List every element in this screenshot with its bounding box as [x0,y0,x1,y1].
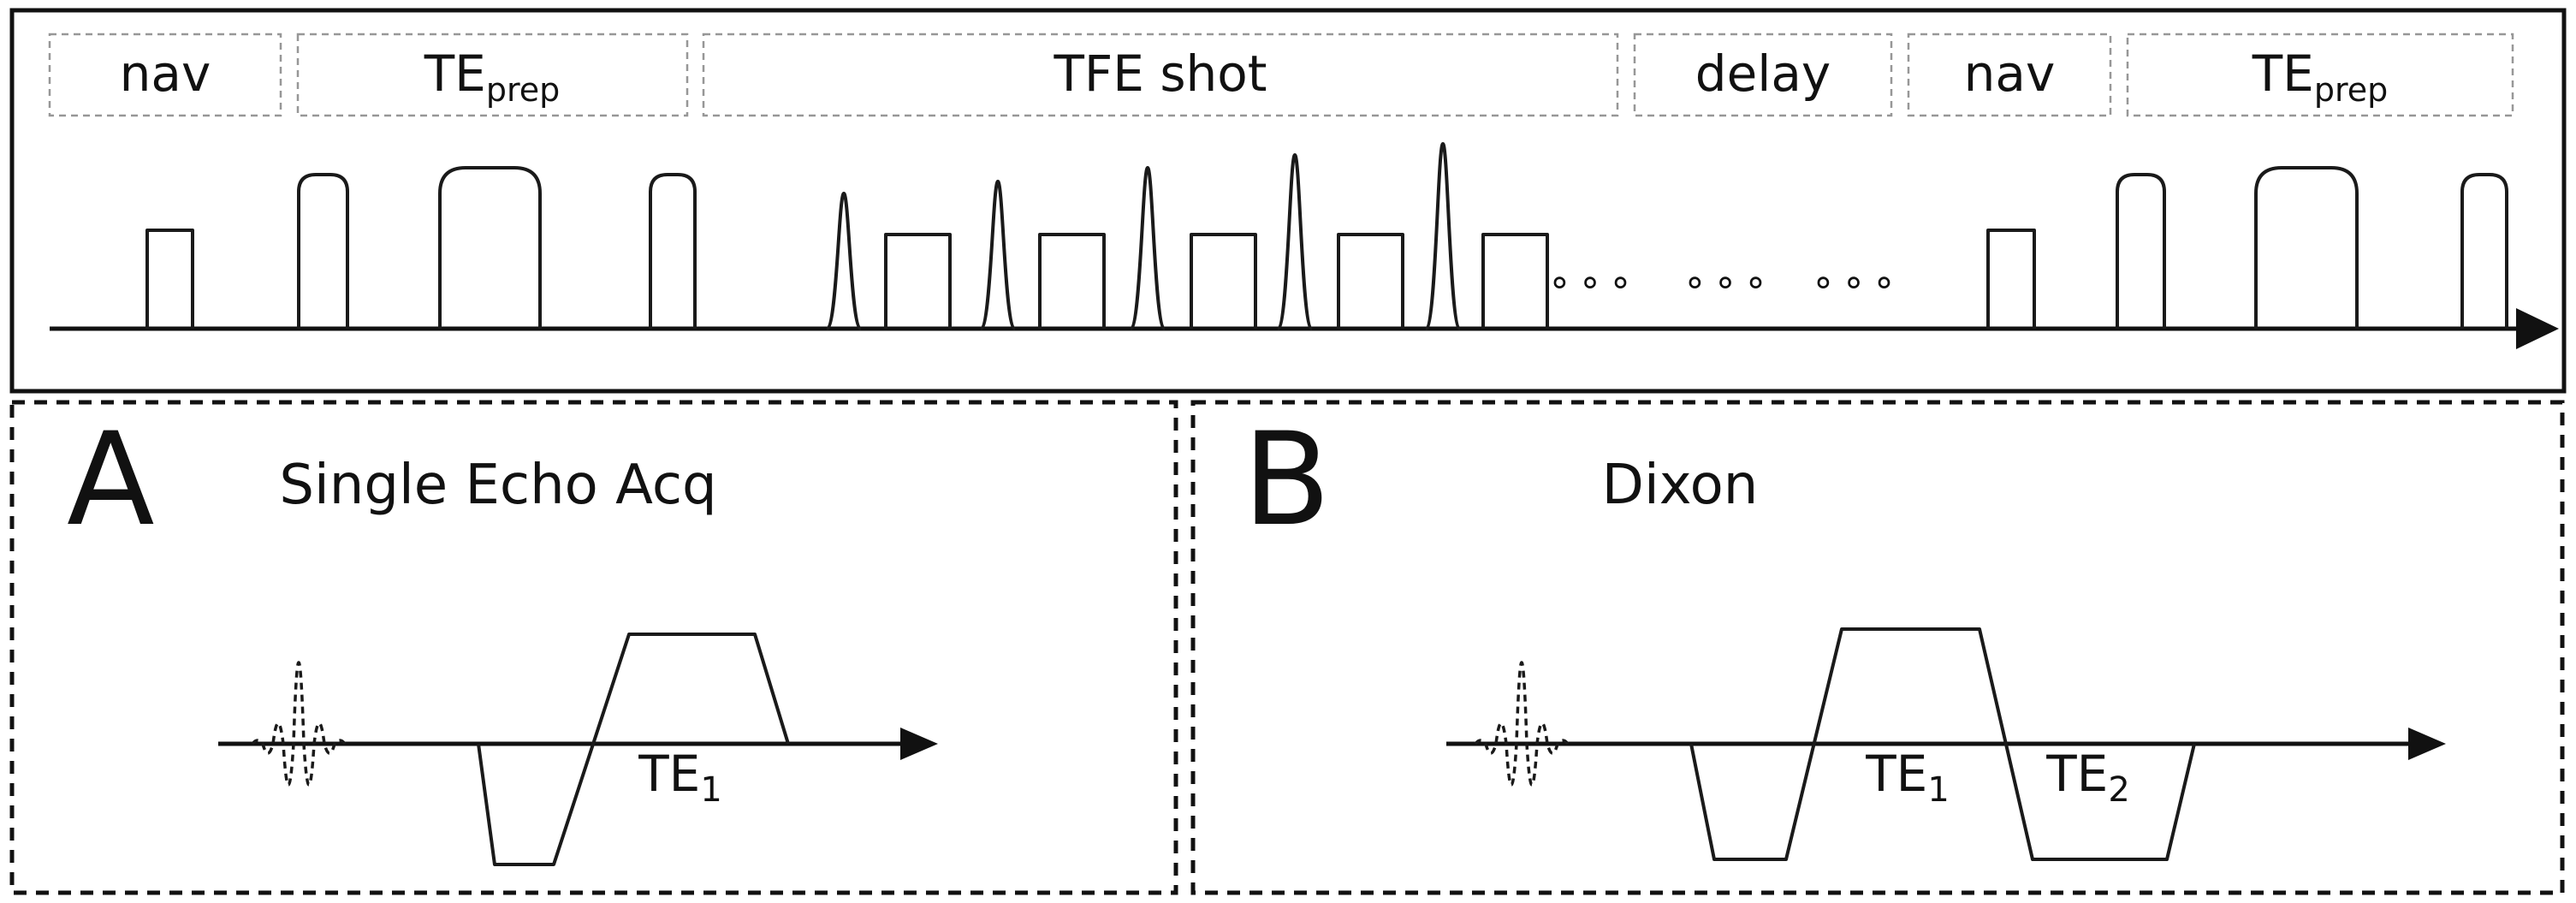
te1-subscript: 1 [700,770,721,810]
rf-spike [1424,142,1462,330]
te1-main: TE [638,745,700,803]
segment-label-main: TE [2252,45,2314,103]
segment-label-nav-1: nav [48,33,282,117]
readout-gradient-pulse [1337,233,1404,329]
panel-b-letter: B [1243,406,1331,555]
segment-box [2126,33,2514,117]
readout-gradient-pulse [1190,233,1257,329]
top-panel: nav TEprep TFE shot delay nav TEprep [9,8,2567,394]
teprep-pulse [2254,166,2359,329]
segment-label-nav-2: nav [1907,33,2112,117]
segment-box [296,33,689,117]
rf-spike [1129,166,1166,330]
readout-gradient-pulse [1038,233,1106,329]
panel-b-border [1190,400,2565,895]
segment-box [702,33,1619,117]
teprep-pulse [2460,173,2508,329]
readout-gradient-pulse [1481,233,1549,329]
segment-label-subscript: prep [2314,71,2388,109]
te2-label: TE2 [2045,745,2130,810]
panel-a-arrowhead-icon [900,728,938,760]
rf-spike [1276,153,1314,330]
segment-label-teprep-2: TEprep [2126,33,2514,117]
teprep-pulse [2116,173,2166,329]
segment-box [1907,33,2112,117]
timeline-arrowhead-icon [2516,308,2559,349]
te1-label: TE1 [1865,745,1950,810]
te1-subscript: 1 [1927,770,1949,810]
panel-a: A Single Echo Acq TE1 [9,400,1178,895]
panel-b-arrowhead-icon [2408,728,2446,760]
rf-sinc-pulse [1474,661,1570,787]
segment-label-text: TEprep [2252,45,2389,109]
segment-label-text: delay [1695,45,1831,103]
te1-main: TE [1865,745,1927,803]
segment-box [48,33,282,117]
ellipsis-dots: ∘∘∘ [1548,260,1640,304]
te1-label: TE1 [638,745,722,810]
segment-label-text: nav [120,45,211,103]
segment-label-text: TFE shot [1053,45,1267,103]
panel-a-title: Single Echo Acq [279,454,716,517]
teprep-pulse [438,166,542,329]
segment-label-subscript: prep [486,71,560,109]
segment-label-text: nav [1964,45,2056,103]
single-echo-gradient-waveform [477,633,790,866]
segment-label-tfe-shot: TFE shot [702,33,1619,117]
segment-box [1633,33,1893,117]
segment-label-text: TEprep [424,45,561,109]
rf-spike [979,180,1017,330]
panel-a-letter: A [67,406,155,555]
segment-label-main: TE [424,45,486,103]
panel-a-border [9,400,1178,895]
teprep-pulse [649,173,697,329]
rf-sinc-pulse [251,661,347,787]
te2-main: TE [2045,745,2108,803]
rf-spike [825,192,863,330]
segment-label-teprep-1: TEprep [296,33,689,117]
segment-label-delay: delay [1633,33,1893,117]
te2-subscript: 2 [2108,770,2129,810]
teprep-pulse [297,173,349,329]
readout-gradient-pulse [884,233,952,329]
nav-pulse [145,229,194,329]
ellipsis-dots: ∘∘∘ [1683,260,1775,304]
dixon-gradient-waveform [1689,627,2196,861]
panel-b: B Dixon TE1 TE2 [1190,400,2565,895]
panel-b-title: Dixon [1602,454,1759,517]
nav-pulse [1986,229,2036,329]
ellipsis-dots: ∘∘∘ [1812,260,1903,304]
